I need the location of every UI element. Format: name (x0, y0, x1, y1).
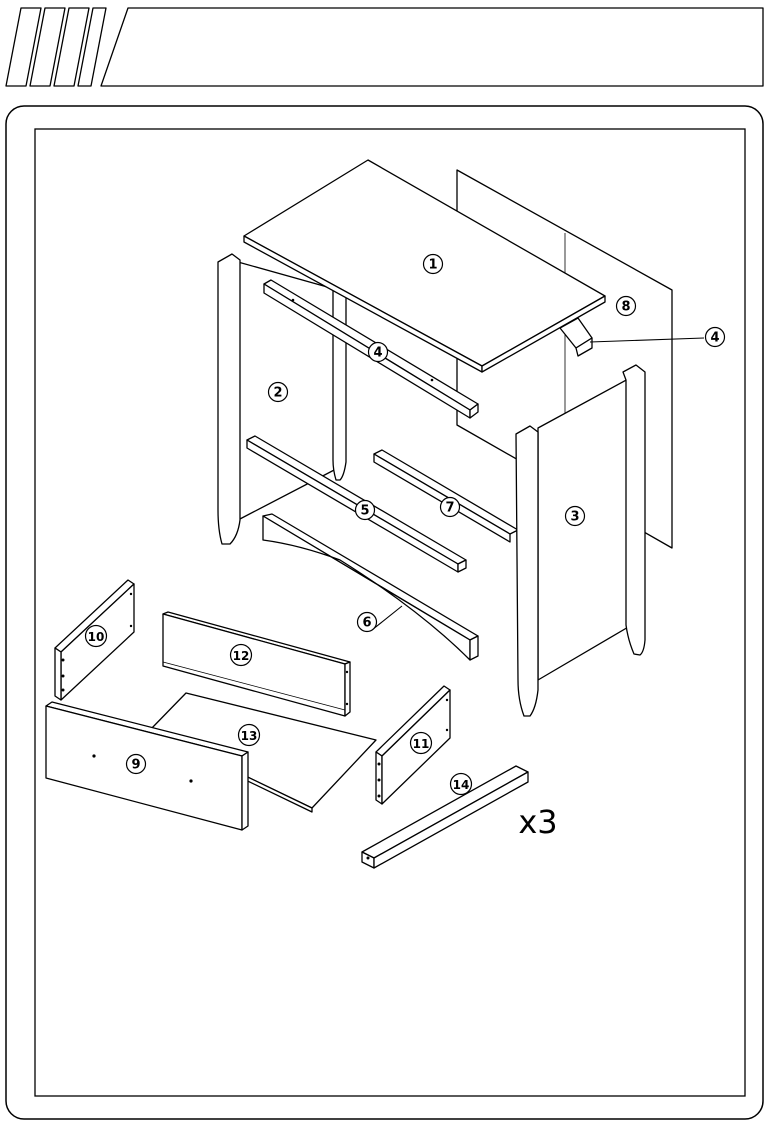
label-5: 5 (354, 499, 376, 521)
label-6: 6 (356, 611, 378, 633)
bottom-rail-6 (262, 513, 479, 661)
svg-text:12: 12 (233, 649, 250, 663)
stripe-4 (77, 7, 107, 87)
outer-frame (5, 105, 764, 1120)
label-8: 8 (615, 295, 637, 317)
header-banner (5, 7, 764, 87)
label-7: 7 (439, 496, 461, 518)
svg-text:11: 11 (413, 737, 430, 751)
label-2: 2 (267, 381, 289, 403)
label-14: 14 (449, 772, 473, 796)
rail-7 (373, 449, 519, 543)
label-10: 10 (84, 624, 108, 648)
stripe-2 (29, 7, 66, 87)
rail-5 (246, 435, 467, 573)
svg-text:8: 8 (621, 300, 630, 315)
svg-text:10: 10 (88, 630, 105, 644)
svg-text:1: 1 (428, 258, 437, 273)
stripe-1 (5, 7, 42, 87)
svg-text:7: 7 (445, 501, 454, 516)
drawer-back (162, 611, 351, 717)
label-4-left: 4 (367, 341, 389, 363)
right-side-panel (515, 364, 646, 717)
leader-lines (371, 337, 705, 631)
header-title-box (100, 7, 764, 87)
label-12: 12 (229, 643, 253, 667)
inner-frame (34, 128, 746, 1097)
drawer-runner (361, 765, 529, 869)
svg-text:13: 13 (241, 729, 258, 743)
label-4-right: 4 (704, 326, 726, 348)
svg-text:6: 6 (362, 616, 371, 631)
label-3: 3 (564, 505, 586, 527)
label-13: 13 (237, 723, 261, 747)
label-1: 1 (422, 253, 444, 275)
svg-text:2: 2 (273, 386, 282, 401)
svg-text:4: 4 (710, 331, 719, 346)
part-labels: 1 2 3 4 4 5 6 7 8 9 10 11 12 13 14 (84, 253, 726, 796)
svg-text:14: 14 (453, 778, 470, 792)
svg-text:3: 3 (570, 510, 579, 525)
label-11: 11 (409, 731, 433, 755)
svg-text:9: 9 (131, 758, 140, 773)
svg-text:5: 5 (360, 504, 369, 519)
quantity-label: x3 (518, 803, 557, 841)
svg-text:4: 4 (373, 346, 382, 361)
label-9: 9 (125, 753, 147, 775)
stripe-3 (53, 7, 90, 87)
